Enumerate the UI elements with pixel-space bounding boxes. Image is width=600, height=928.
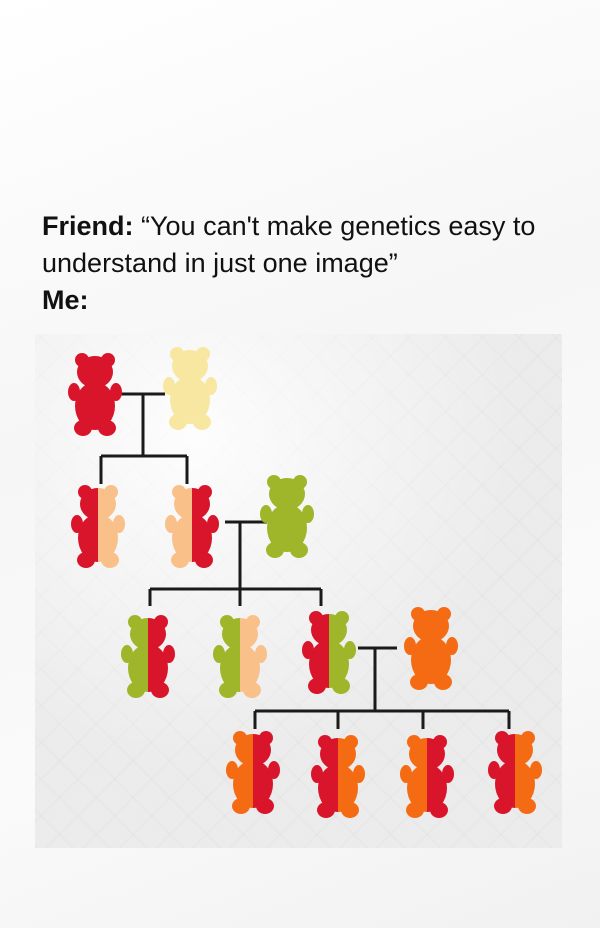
- pale-yellow-bear: [163, 347, 217, 430]
- red-orange-hybrid-bear-2: [488, 731, 542, 814]
- meme-caption: Friend: “You can't make genetics easy to…: [42, 208, 582, 319]
- red-bear: [68, 353, 122, 436]
- me-label: Me:: [42, 285, 89, 315]
- me-line: Me:: [42, 282, 582, 319]
- orange-red-hybrid-bear-2: [400, 735, 454, 818]
- green-red-hybrid-bear: [121, 615, 175, 698]
- red-yellow-hybrid-bear: [71, 485, 125, 568]
- family-tree-drawing: [68, 347, 542, 818]
- gummy-bear-family-tree-photo: [35, 334, 562, 848]
- yellow-red-hybrid-bear: [165, 485, 219, 568]
- red-green-hybrid-bear: [302, 611, 356, 694]
- red-orange-hybrid-bear: [311, 735, 365, 818]
- green-peach-hybrid-bear: [213, 615, 267, 698]
- friend-quote: “You can't make genetics easy to underst…: [42, 211, 536, 278]
- friend-label: Friend:: [42, 211, 134, 241]
- green-bear: [260, 475, 314, 558]
- pedigree-lines: [99, 392, 511, 729]
- orange-red-hybrid-bear: [226, 731, 280, 814]
- friend-line: Friend: “You can't make genetics easy to…: [42, 208, 582, 282]
- orange-bear: [404, 607, 458, 690]
